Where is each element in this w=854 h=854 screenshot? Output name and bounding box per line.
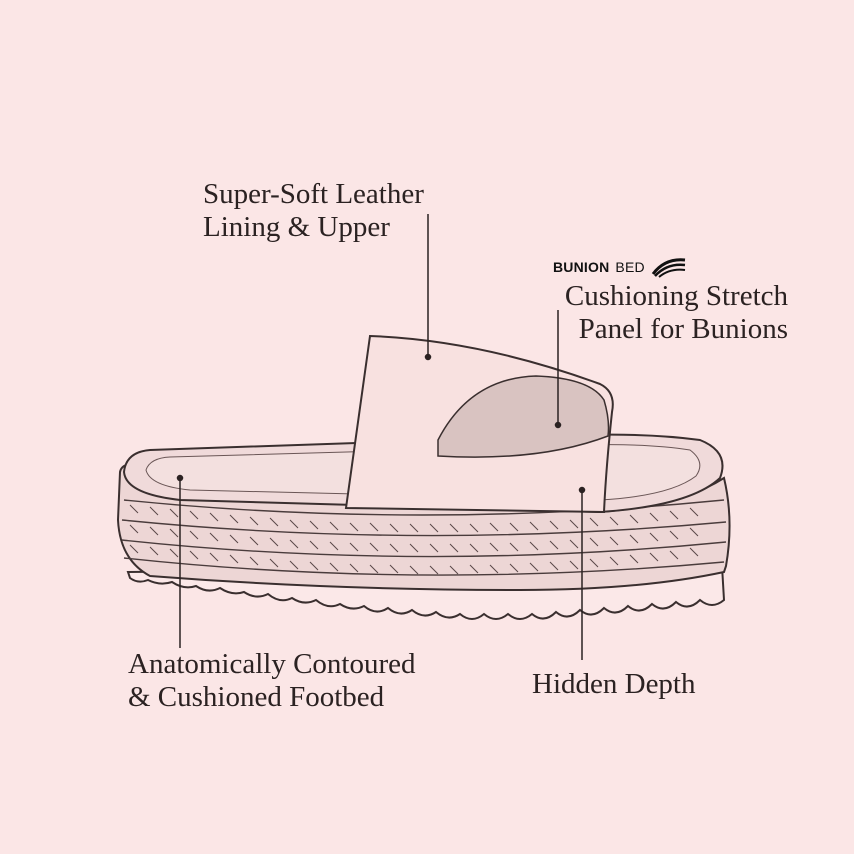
callout-depth-line1: Hidden Depth <box>532 668 696 700</box>
callout-leather-lining: Super-Soft Leather Lining & Upper <box>203 178 424 244</box>
brand-bold-text: BUNION <box>553 259 610 275</box>
callout-stretch-line2: Panel for Bunions <box>578 313 788 345</box>
callout-leather-line1: Super-Soft Leather <box>203 178 424 210</box>
bunion-bed-brand: BUNION BED <box>553 256 687 278</box>
callout-stretch-panel: Cushioning Stretch Panel for Bunions <box>540 280 788 346</box>
callout-footbed-line1: Anatomically Contoured <box>128 648 416 680</box>
callout-hidden-depth: Hidden Depth <box>532 668 696 701</box>
callout-footbed: Anatomically Contoured & Cushioned Footb… <box>128 648 416 714</box>
callout-footbed-line2: & Cushioned Footbed <box>128 681 385 713</box>
brand-light-text: BED <box>615 259 645 275</box>
callout-leather-line2: Lining & Upper <box>203 211 390 243</box>
callout-stretch-line1: Cushioning Stretch <box>564 280 788 312</box>
leader-lines <box>176 214 586 660</box>
braid-strands <box>129 504 699 575</box>
stretch-panel <box>437 375 610 458</box>
wave-stripes-icon <box>651 258 685 278</box>
